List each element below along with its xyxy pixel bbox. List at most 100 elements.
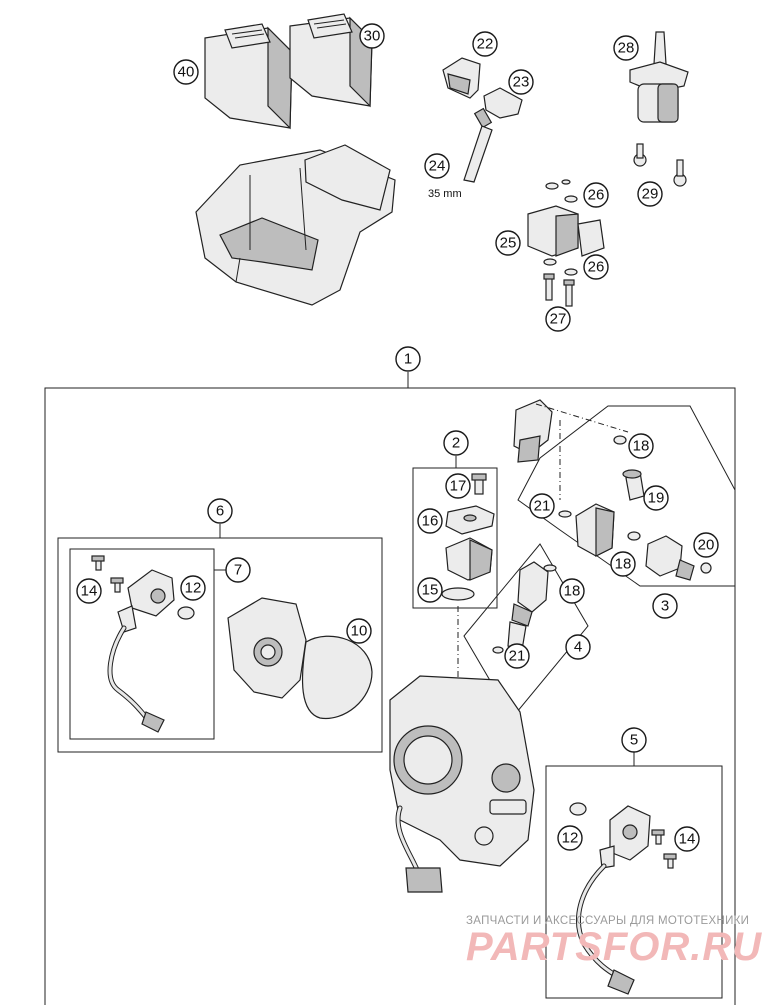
svg-text:16: 16 (422, 513, 439, 530)
svg-text:3: 3 (661, 598, 669, 615)
pressure-sensor-28 (629, 31, 689, 123)
svg-text:21: 21 (534, 498, 551, 515)
throttle-body (389, 675, 535, 867)
callout-4: 4 (565, 634, 591, 660)
sensor-15 (441, 537, 493, 601)
callout-12-box7: 12 (180, 575, 206, 601)
callout-24: 24 (424, 153, 450, 179)
connector-7 (141, 711, 165, 733)
injector-upper (513, 399, 553, 463)
svg-text:18: 18 (633, 438, 650, 455)
hose-24 (463, 125, 493, 183)
svg-text:23: 23 (513, 74, 530, 91)
svg-text:24: 24 (429, 158, 446, 175)
washer-set-26-top (545, 179, 578, 203)
screws-29 (633, 143, 687, 187)
ecu-unit-40 (204, 23, 293, 130)
callout-22: 22 (472, 31, 498, 57)
svg-text:40: 40 (178, 64, 195, 81)
svg-text:28: 28 (618, 40, 635, 57)
callout-10: 10 (346, 618, 372, 644)
hose-length-note: 35 mm (428, 188, 462, 200)
callout-18-lower: 18 (559, 578, 585, 604)
callout-20: 20 (693, 532, 719, 558)
callout-18-middle: 18 (610, 551, 636, 577)
gasket-10 (301, 635, 373, 720)
svg-text:15: 15 (422, 582, 439, 599)
callout-16: 16 (417, 508, 443, 534)
callout-14-box5: 14 (674, 826, 700, 852)
svg-text:14: 14 (679, 831, 696, 848)
screw-17 (471, 473, 487, 495)
ecu-holder (195, 144, 396, 306)
assembly-box-7 (69, 548, 215, 740)
assembly-box-1 (44, 387, 736, 1005)
svg-text:18: 18 (615, 556, 632, 573)
svg-text:30: 30 (364, 28, 381, 45)
callout-2: 2 (443, 430, 469, 456)
connector-5 (607, 969, 635, 995)
o-ring-12-box5 (569, 802, 587, 816)
bolts-27 (543, 273, 575, 307)
washer-set-26-bottom (543, 258, 578, 276)
callout-23: 23 (508, 69, 534, 95)
callout-14-box7: 14 (76, 578, 102, 604)
svg-text:29: 29 (642, 186, 659, 203)
svg-text:18: 18 (564, 583, 581, 600)
callout-21-top: 21 (529, 493, 555, 519)
sensor-clip-22 (442, 57, 481, 99)
svg-text:12: 12 (185, 580, 202, 597)
injector-holder (558, 503, 641, 557)
callout-27: 27 (545, 306, 571, 332)
callout-3: 3 (652, 593, 678, 619)
callout-26-top: 26 (583, 182, 609, 208)
svg-text:6: 6 (216, 503, 224, 520)
callout-18-top: 18 (628, 433, 654, 459)
svg-text:26: 26 (588, 259, 605, 276)
relay-25 (527, 205, 605, 257)
washer-18-top (613, 435, 627, 445)
screw-14-box7 (91, 555, 124, 593)
callout-29: 29 (637, 181, 663, 207)
svg-text:17: 17 (450, 478, 467, 495)
callout-15: 15 (417, 577, 443, 603)
callout-25: 25 (495, 230, 521, 256)
svg-text:1: 1 (404, 351, 412, 368)
callout-28: 28 (613, 35, 639, 61)
callout-19: 19 (643, 485, 669, 511)
callout-12-box5: 12 (557, 825, 583, 851)
svg-text:26: 26 (588, 187, 605, 204)
bracket-16 (445, 505, 495, 535)
callout-5: 5 (621, 727, 647, 753)
screw-14-box5 (651, 829, 677, 869)
callout-7: 7 (225, 557, 251, 583)
callout-21-bottom: 21 (504, 643, 530, 669)
bolt-19 (622, 469, 645, 501)
svg-text:14: 14 (81, 583, 98, 600)
watermark-caption: ЗАПЧАСТИ И АКСЕССУАРЫ ДЛЯ МОТОТЕХНИКИ (466, 915, 749, 927)
svg-text:12: 12 (562, 830, 579, 847)
assembly-box-2 (412, 467, 498, 609)
callout-30: 30 (359, 23, 385, 49)
svg-text:19: 19 (648, 490, 665, 507)
sensor-23 (473, 87, 523, 129)
callout-1: 1 (395, 346, 421, 372)
svg-text:10: 10 (351, 623, 368, 640)
svg-text:2: 2 (452, 435, 460, 452)
o-ring-12-box7 (177, 606, 195, 620)
callout-26-bottom: 26 (583, 254, 609, 280)
throttle-sensor-5 (599, 805, 651, 869)
connector-20 (645, 535, 712, 581)
callout-17: 17 (445, 473, 471, 499)
watermark-brand: PARTSFOR.RU (466, 925, 762, 969)
throttle-sensor-7 (117, 569, 175, 633)
svg-text:20: 20 (698, 537, 715, 554)
svg-text:7: 7 (234, 562, 242, 579)
injector-4 (492, 561, 557, 654)
svg-text:25: 25 (500, 235, 517, 252)
svg-text:21: 21 (509, 648, 526, 665)
callout-6: 6 (207, 498, 233, 524)
svg-text:4: 4 (574, 639, 582, 656)
ecu-unit-30 (289, 13, 373, 108)
